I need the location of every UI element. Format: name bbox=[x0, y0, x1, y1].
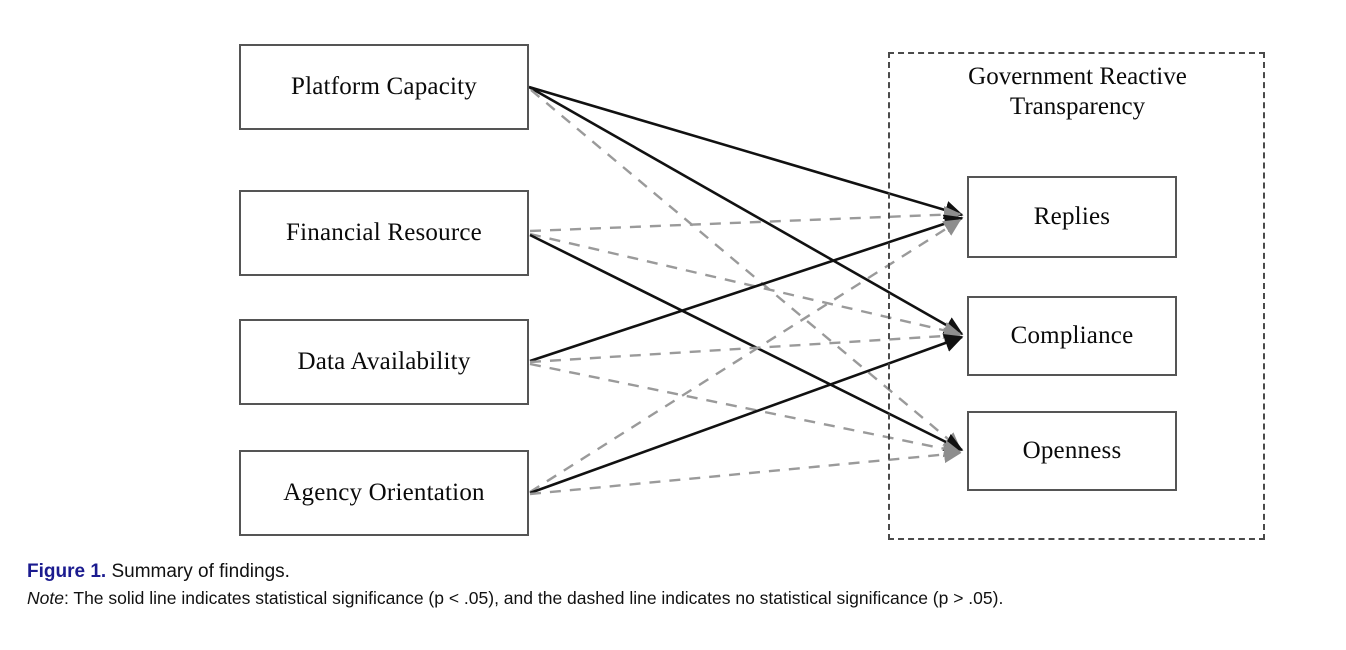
node-agency-orientation[interactable]: Agency Orientation bbox=[239, 450, 529, 536]
outcome-group-title: Government Reactive Transparency bbox=[968, 63, 1187, 120]
node-replies[interactable]: Replies bbox=[967, 176, 1177, 258]
figure-title-text: Summary of findings. bbox=[106, 561, 290, 582]
node-financial-resource[interactable]: Financial Resource bbox=[239, 190, 529, 276]
outcome-group-boundary bbox=[888, 52, 1265, 540]
caption-title-line: Figure 1. Summary of findings. bbox=[27, 558, 1327, 585]
figure-caption: Figure 1. Summary of findings. Note: The… bbox=[27, 558, 1327, 611]
node-platform-capacity[interactable]: Platform Capacity bbox=[239, 44, 529, 130]
node-compliance[interactable]: Compliance bbox=[967, 296, 1177, 376]
node-openness[interactable]: Openness bbox=[967, 411, 1177, 491]
note-label: Note bbox=[27, 588, 64, 608]
caption-note-line: Note: The solid line indicates statistic… bbox=[27, 585, 1327, 611]
edge-financial-resource-to-openness bbox=[529, 233, 964, 452]
note-text: : The solid line indicates statistical s… bbox=[63, 588, 1004, 608]
edge-data-availability-to-replies bbox=[529, 214, 964, 363]
node-data-availability[interactable]: Data Availability bbox=[239, 319, 529, 405]
path-diagram: Government Reactive Transparency bbox=[239, 44, 1265, 540]
figure-number-label: Figure 1. bbox=[27, 561, 107, 582]
edge-agency-orientation-to-compliance bbox=[529, 334, 964, 495]
